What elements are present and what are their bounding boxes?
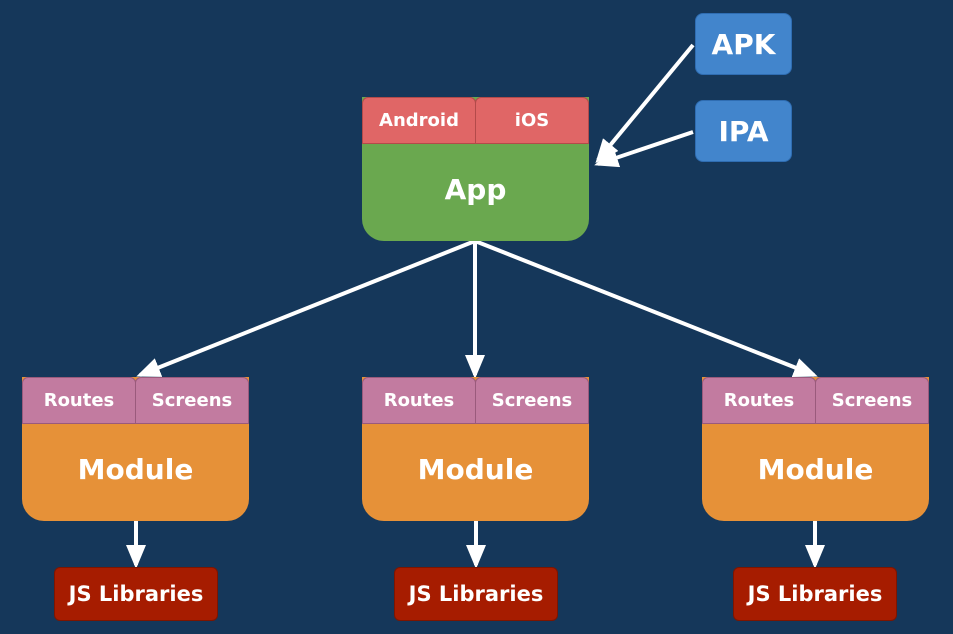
platform-tab-ios: iOS — [475, 97, 589, 144]
module-1-routes-label: Routes — [43, 390, 115, 411]
module-3-routes-label: Routes — [723, 390, 795, 411]
edge-ipa-to-app — [594, 130, 694, 168]
library-label-2: JS Libraries — [408, 582, 544, 606]
ipa-box: IPA — [695, 100, 792, 162]
module-3-tab-routes: Routes — [702, 377, 816, 424]
library-label-1: JS Libraries — [68, 582, 204, 606]
app-label: App — [444, 173, 507, 206]
apk-box: APK — [695, 13, 792, 75]
module-node-1: Module Routes Screens — [22, 377, 249, 521]
module-label-1: Module — [77, 453, 194, 486]
ipa-label: IPA — [718, 114, 769, 148]
module-2-tab-screens: Screens — [475, 377, 589, 424]
module-1-screens-label: Screens — [151, 390, 233, 411]
module-1-tab-routes: Routes — [22, 377, 136, 424]
app-node: App Android iOS — [362, 97, 589, 241]
module-label-3: Module — [757, 453, 874, 486]
module-2-routes-label: Routes — [383, 390, 455, 411]
module-3-tab-screens: Screens — [815, 377, 929, 424]
module-2-screens-label: Screens — [491, 390, 573, 411]
library-box-2: JS Libraries — [394, 567, 558, 621]
apk-label: APK — [711, 27, 776, 61]
module-node-3: Module Routes Screens — [702, 377, 929, 521]
platform-tab-android: Android — [362, 97, 476, 144]
module-node-2: Module Routes Screens — [362, 377, 589, 521]
library-box-3: JS Libraries — [733, 567, 897, 621]
library-label-3: JS Libraries — [747, 582, 883, 606]
module-2-tab-routes: Routes — [362, 377, 476, 424]
library-box-1: JS Libraries — [54, 567, 218, 621]
edge-app-to-module-3 — [474, 239, 818, 377]
edge-apk-to-app — [595, 43, 695, 164]
edge-app-to-module-1 — [136, 239, 476, 377]
platform-label-ios: iOS — [514, 110, 550, 131]
module-1-tab-screens: Screens — [135, 377, 249, 424]
module-label-2: Module — [417, 453, 534, 486]
module-3-screens-label: Screens — [831, 390, 913, 411]
platform-label-android: Android — [379, 110, 459, 131]
